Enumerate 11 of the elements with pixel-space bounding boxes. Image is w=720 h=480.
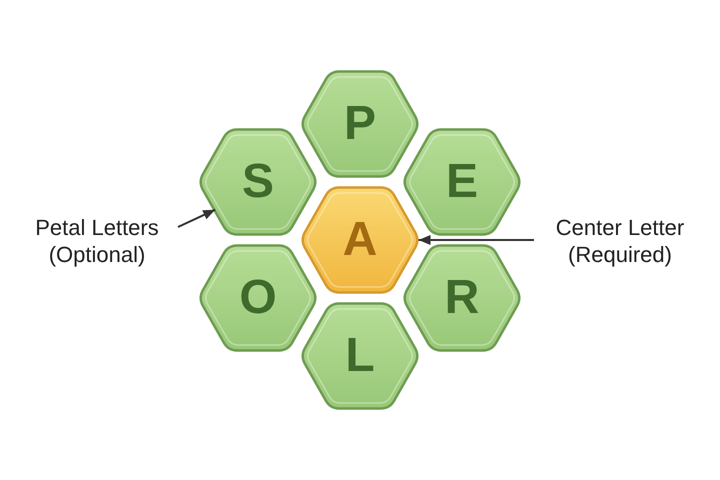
callout-label: Center Letter (Required)	[536, 214, 704, 268]
leader-arrow	[418, 235, 534, 245]
tile-letter: L	[345, 332, 375, 380]
tile-letter: O	[239, 274, 277, 322]
tile-letter: R	[444, 274, 480, 322]
tile-letter: E	[446, 158, 478, 206]
callout-label: Petal Letters (Optional)	[18, 214, 176, 268]
tile-letter: A	[342, 216, 378, 264]
tile-letter: S	[242, 158, 274, 206]
leader-arrow	[178, 208, 216, 228]
tile-letter: P	[344, 100, 376, 148]
